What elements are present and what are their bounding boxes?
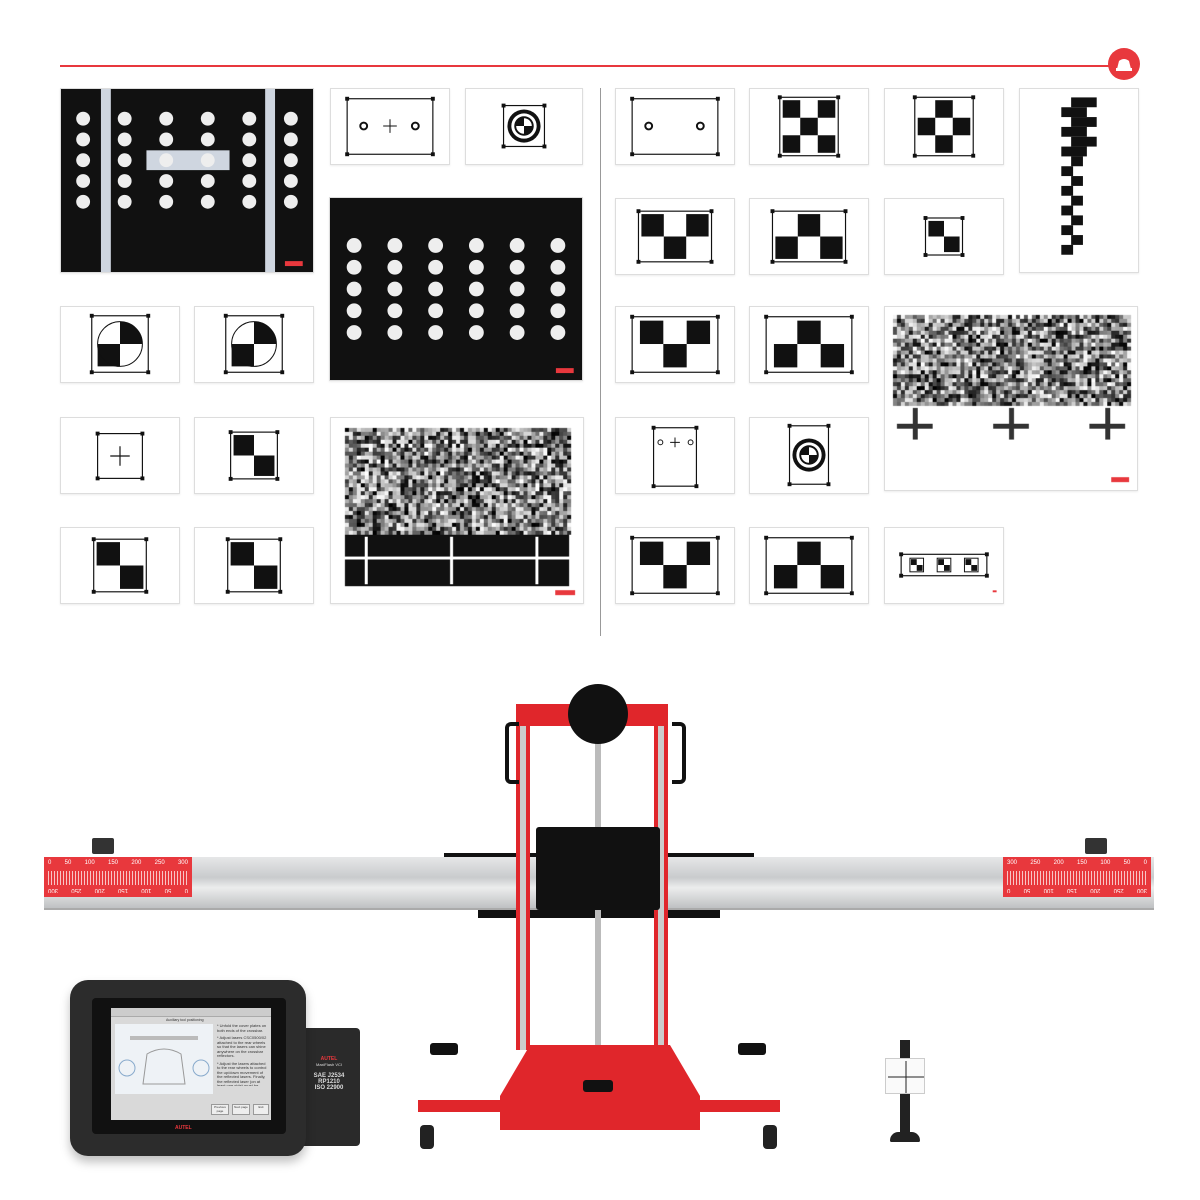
right-handle bbox=[672, 722, 686, 784]
ruler-label: 200 bbox=[1090, 887, 1101, 893]
ruler-label: 200 bbox=[94, 887, 105, 893]
ruler-label: 50 bbox=[64, 860, 72, 866]
center-pole bbox=[595, 730, 601, 1090]
ruler-label: 50 bbox=[164, 887, 172, 893]
ruler-label: 100 bbox=[141, 887, 152, 893]
vci-spec: SAE J2534 bbox=[313, 1073, 345, 1079]
leveling-knob bbox=[738, 1043, 766, 1055]
suction-base bbox=[890, 1132, 920, 1142]
leveling-knob bbox=[583, 1080, 613, 1092]
target-random-pattern-b bbox=[884, 306, 1138, 491]
right-laser bbox=[1085, 838, 1107, 854]
ruler-label: 50 bbox=[1023, 887, 1031, 893]
tablet-screen[interactable]: Auxiliary tool positioning * Unfold the … bbox=[111, 1008, 271, 1120]
target-bullseye bbox=[465, 88, 583, 165]
wheel bbox=[420, 1125, 434, 1149]
random-pattern bbox=[885, 307, 1137, 490]
target-triple-checker bbox=[884, 527, 1004, 604]
ruler-label: 0 bbox=[48, 860, 52, 866]
ruler-label: 0 bbox=[1007, 887, 1011, 893]
target-inverted-v-pattern bbox=[749, 306, 869, 383]
ruler-label: 50 bbox=[1123, 860, 1131, 866]
ruler-label: 0 bbox=[184, 887, 188, 893]
ruler-label: 250 bbox=[1030, 860, 1041, 866]
target-cross bbox=[60, 417, 180, 494]
target-v-pattern bbox=[615, 527, 735, 604]
instruction: * Adjust the lasers attached to the rear… bbox=[217, 1061, 267, 1086]
target-quadrant bbox=[194, 306, 314, 383]
ruler-label: 250 bbox=[1113, 887, 1124, 893]
base-rail bbox=[418, 1100, 780, 1112]
vci-brand: AUTEL bbox=[320, 1056, 338, 1062]
wheel bbox=[763, 1125, 777, 1149]
instruction: * Unfold the cover plates on both ends o… bbox=[217, 1023, 267, 1033]
target-inverted-v-pattern bbox=[749, 527, 869, 604]
target-checker bbox=[194, 527, 314, 604]
target-checker bbox=[60, 527, 180, 604]
target-dots-cross bbox=[330, 88, 450, 165]
target-board-pattern-a bbox=[60, 88, 314, 273]
ruler-label: 150 bbox=[1067, 887, 1078, 893]
target-checker bbox=[884, 88, 1004, 165]
target-checker bbox=[194, 417, 314, 494]
ruler-label: 150 bbox=[1076, 860, 1087, 866]
target-board-pattern-b bbox=[329, 197, 583, 381]
ruler-label: 150 bbox=[107, 860, 118, 866]
vci-device: AUTEL MaxiFlash VCI SAE J2534 RP1210 ISO… bbox=[296, 1028, 360, 1146]
right-ruler: 300 250 200 150 100 50 0 300 250 200 150 100 50 0 bbox=[1003, 857, 1151, 897]
vci-spec: ISO 22900 bbox=[314, 1085, 344, 1091]
instruction: * Adjust lasers CSC0500/02 attached to t… bbox=[217, 1035, 267, 1058]
target-portrait-bullseye bbox=[749, 417, 869, 494]
ruler-label: 100 bbox=[84, 860, 95, 866]
ruler-label: 300 bbox=[1136, 887, 1147, 893]
leveling-knob bbox=[430, 1043, 458, 1055]
header-line bbox=[60, 65, 1110, 67]
car-calibration-icon bbox=[1108, 48, 1140, 80]
target-checker bbox=[749, 198, 869, 275]
target-checker bbox=[615, 198, 735, 275]
vehicle-diagram bbox=[115, 1024, 213, 1094]
ruler-label: 200 bbox=[1053, 860, 1064, 866]
target-holder-plate bbox=[885, 1058, 925, 1094]
ruler-label: 250 bbox=[154, 860, 165, 866]
left-handle bbox=[505, 722, 519, 784]
ruler-label: 200 bbox=[131, 860, 142, 866]
vci-name: MaxiFlash VCI bbox=[315, 1062, 342, 1067]
tablet: Auxiliary tool positioning * Unfold the … bbox=[70, 980, 306, 1156]
ruler-label: 100 bbox=[1043, 887, 1054, 893]
target-checker bbox=[749, 88, 869, 165]
tablet-brand: AUTEL bbox=[175, 1125, 192, 1131]
left-ruler: 0 50 100 150 200 250 300 0 50 100 150 200 250 300 bbox=[44, 857, 192, 897]
right-upright bbox=[654, 705, 668, 1050]
ruler-label: 100 bbox=[1100, 860, 1111, 866]
target-portrait-dots bbox=[615, 417, 735, 494]
previous-page-button[interactable]: Previous page bbox=[211, 1104, 229, 1115]
target-v-pattern bbox=[615, 306, 735, 383]
random-pattern bbox=[331, 418, 583, 603]
target-two-dots bbox=[615, 88, 735, 165]
ruler-label: 150 bbox=[118, 887, 129, 893]
exit-button[interactable]: Exit bbox=[253, 1104, 269, 1115]
left-laser bbox=[92, 838, 114, 854]
ruler-label: 0 bbox=[1143, 860, 1147, 866]
ruler-label: 300 bbox=[177, 860, 188, 866]
vci-spec: RP1210 bbox=[318, 1079, 340, 1085]
next-page-button[interactable]: Next page bbox=[232, 1104, 250, 1115]
target-small-checker bbox=[884, 198, 1004, 275]
ruler-label: 300 bbox=[1007, 860, 1018, 866]
target-quadrant bbox=[60, 306, 180, 383]
divider bbox=[600, 88, 601, 636]
screen-title: Auxiliary tool positioning bbox=[166, 1018, 204, 1022]
ruler-label: 250 bbox=[71, 887, 82, 893]
target-vertical-strip bbox=[1019, 88, 1139, 273]
mirror-disc bbox=[568, 684, 628, 744]
ruler-label: 300 bbox=[48, 887, 59, 893]
target-random-pattern-a bbox=[330, 417, 584, 604]
center-carriage bbox=[536, 827, 660, 910]
left-upright bbox=[516, 705, 530, 1050]
